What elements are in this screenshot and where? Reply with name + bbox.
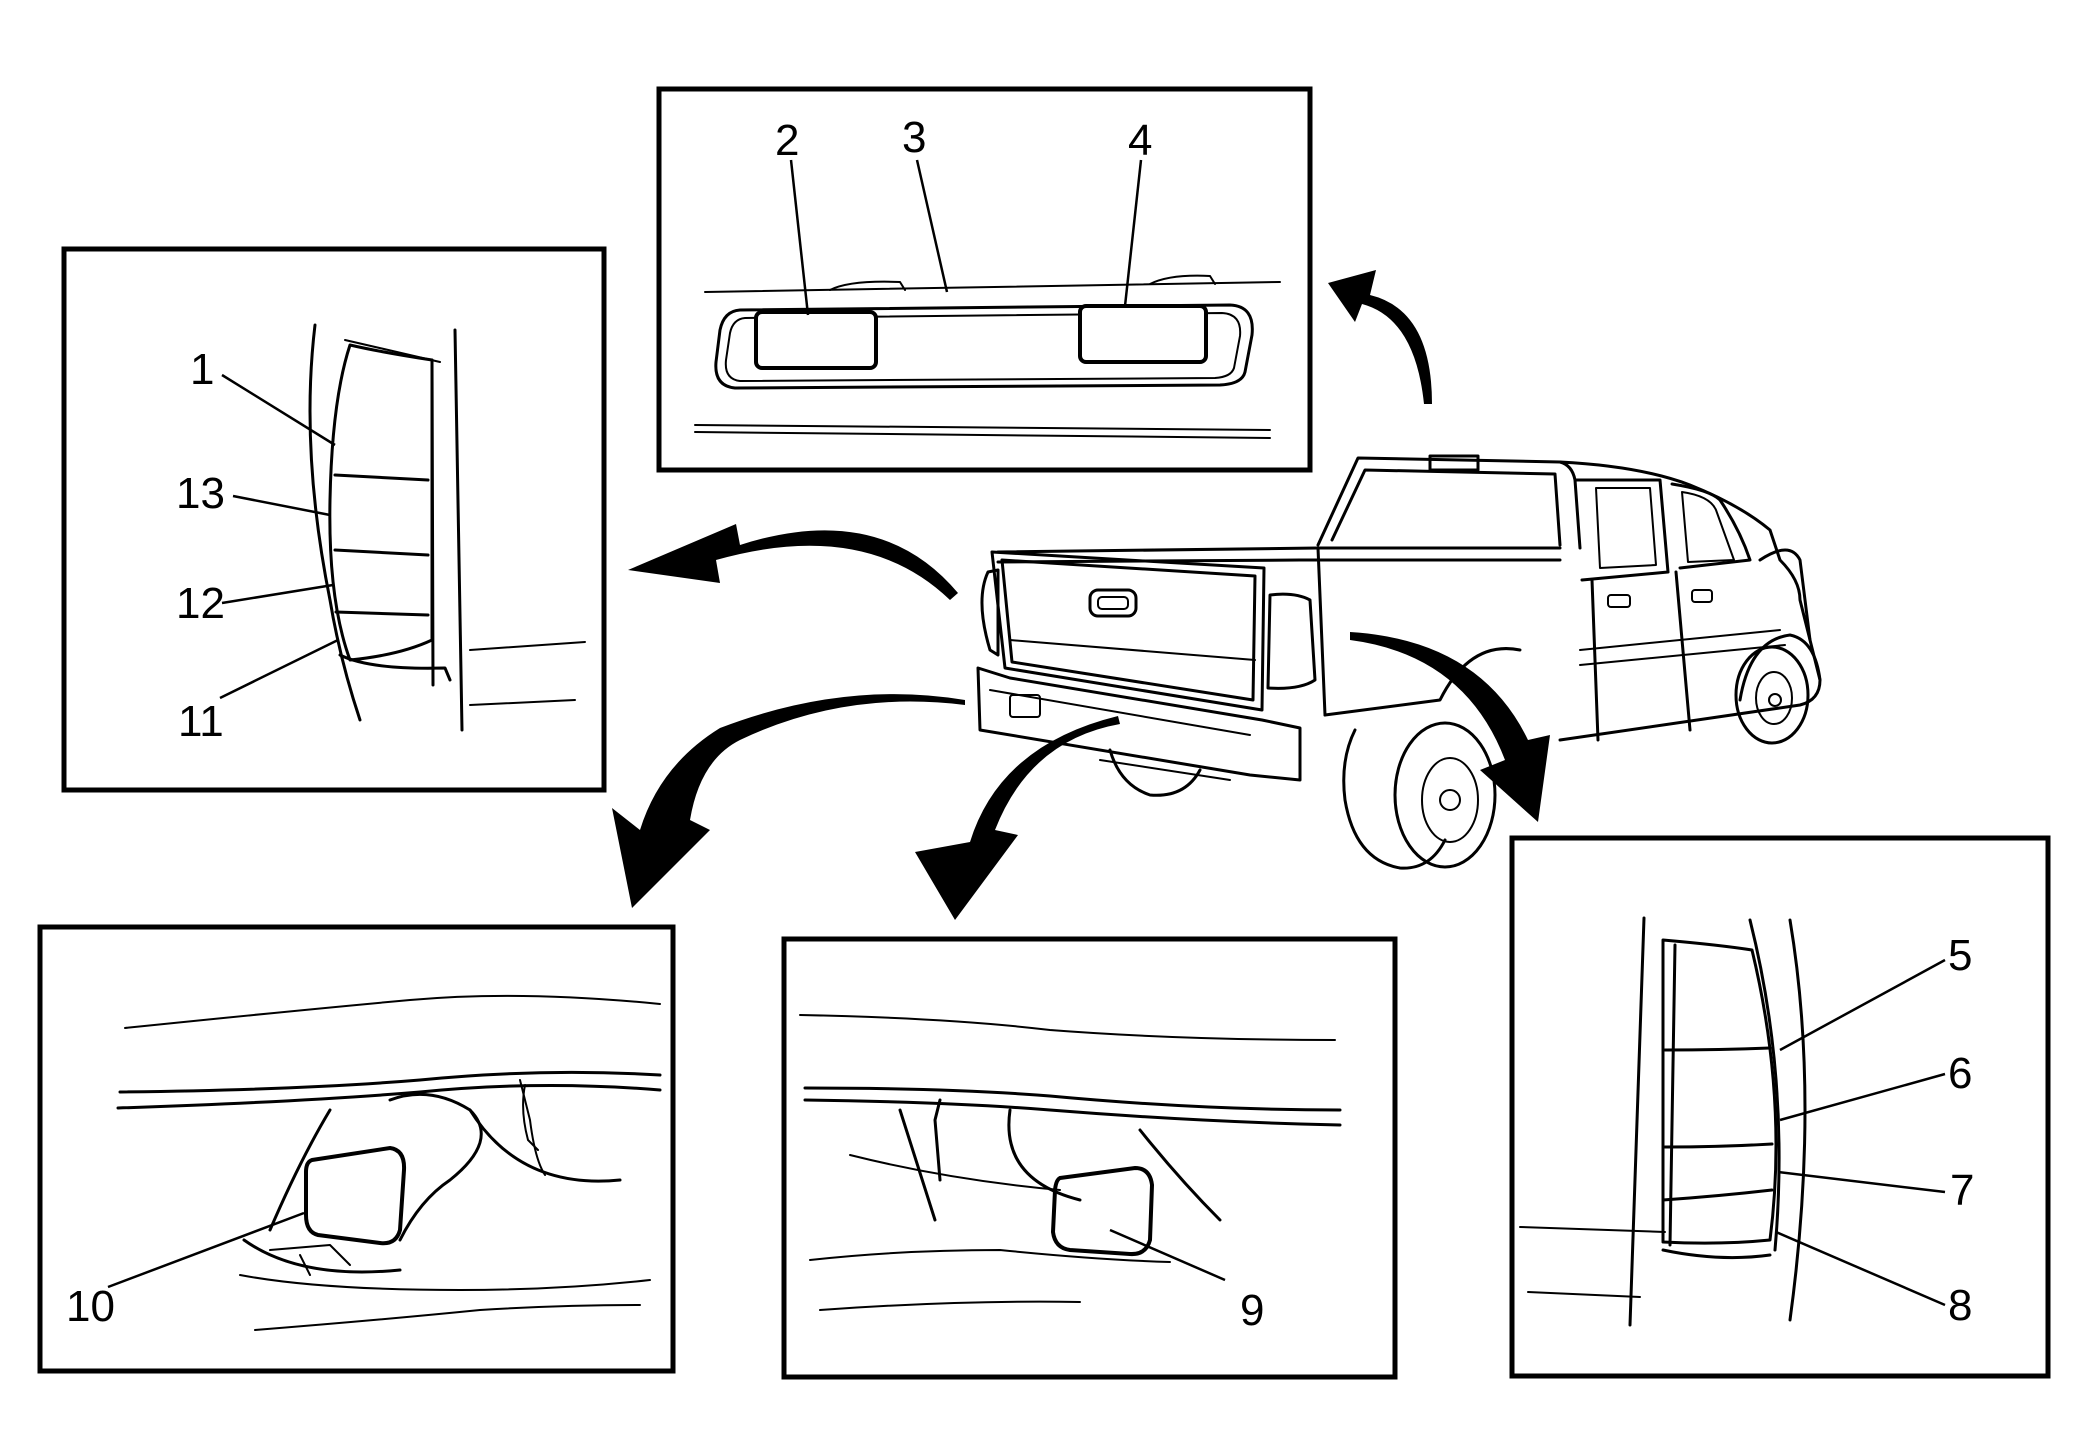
detail-left-license-lamp [37,924,676,1374]
callout-13: 13 [176,469,225,518]
detail-right-tail-lamp [1509,835,2051,1379]
callout-10: 10 [66,1282,115,1331]
arrow-to-right-tail-lamp [1350,632,1550,822]
arrow-to-left-license-lamp [612,694,965,908]
license-lamp-left [304,1145,407,1246]
callout-6: 6 [1948,1049,1972,1098]
callout-4: 4 [1128,116,1152,165]
callout-12: 12 [176,579,225,628]
arrow-to-high-mount-lamp [1328,270,1432,404]
pointer-arrows [612,270,1550,920]
callout-2: 2 [775,116,799,165]
callout-7: 7 [1950,1166,1974,1215]
tailgate-handle [1088,588,1138,618]
license-lamp-right [1050,1165,1155,1257]
callout-3: 3 [902,113,926,162]
high-mount-lamp-left [754,310,878,370]
high-mount-lamp-right [1078,304,1208,364]
callout-5: 5 [1948,931,1972,980]
callout-11: 11 [178,697,224,746]
pickup-truck-illustration [976,454,1822,870]
arrow-to-left-tail-lamp [628,524,958,600]
callout-1: 1 [190,345,214,394]
callout-8: 8 [1948,1281,1972,1330]
detail-high-mount-lamp [656,86,1313,473]
callout-9: 9 [1240,1286,1264,1335]
detail-left-tail-lamp [61,246,607,793]
arrow-to-right-license-lamp [915,716,1120,920]
detail-right-license-lamp [781,936,1398,1380]
